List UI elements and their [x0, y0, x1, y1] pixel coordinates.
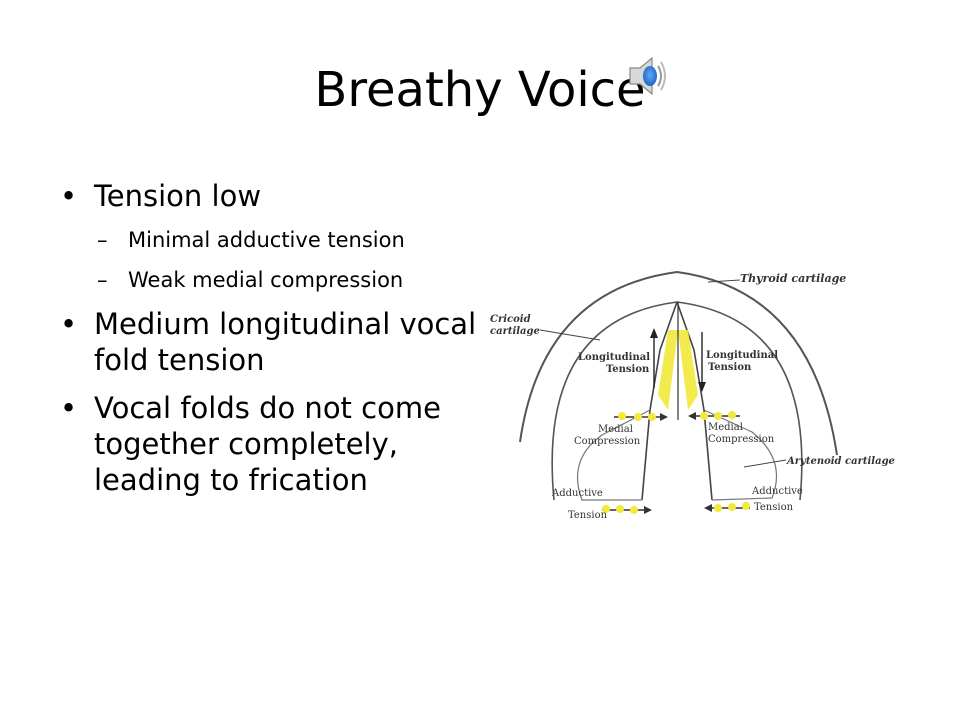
sub-bullet-text: Weak medial compression	[128, 268, 404, 292]
left-vocal-fold	[641, 301, 678, 501]
label-medial-left: Medial	[598, 424, 633, 435]
right-vocal-fold	[676, 301, 713, 501]
label-cricoid: cartilage	[490, 326, 540, 337]
bullet-text: Vocal folds do not come together complet…	[94, 391, 441, 497]
highlight-left	[658, 330, 678, 410]
bullet-item: • Medium longitudinal vocal fold tension	[60, 306, 480, 378]
speaker-icon[interactable]	[624, 54, 668, 98]
label-long-right: Longitudinal	[706, 350, 778, 361]
label-long-left: Tension	[606, 364, 650, 375]
bullet-glyph: •	[60, 307, 78, 341]
slide-title: Breathy Voice	[314, 62, 646, 118]
label-add-right: Adductive	[751, 486, 803, 497]
bullet-text: Medium longitudinal vocal fold tension	[94, 307, 477, 377]
thyroid-leader	[707, 279, 741, 283]
sub-bullet-text: Minimal adductive tension	[128, 228, 405, 252]
cricoid-leader	[539, 329, 601, 341]
sub-bullet-item: – Weak medial compression	[60, 266, 480, 294]
label-cricoid: Cricoid	[490, 314, 531, 325]
label-medial-left: Compression	[574, 436, 641, 447]
label-arytenoid: Arytenoid cartilage	[786, 456, 895, 467]
vocal-fold-diagram: Thyroid cartilage Cricoid cartilage Long…	[490, 270, 895, 521]
label-long-right: Tension	[708, 362, 752, 373]
right-arytenoid	[703, 409, 778, 501]
label-medial-right: Medial	[708, 422, 743, 433]
label-thyroid: Thyroid cartilage	[740, 272, 846, 285]
label-medial-right: Compression	[708, 434, 775, 445]
left-arytenoid	[576, 409, 651, 501]
highlight-right	[678, 330, 698, 410]
bullet-glyph: •	[60, 391, 78, 425]
label-add-left: Tension	[568, 510, 608, 521]
label-add-right: Tension	[754, 502, 794, 513]
bullet-text: Tension low	[94, 179, 262, 213]
dash-glyph: –	[97, 228, 108, 252]
thyroid-cartilage-outline	[519, 270, 838, 456]
arytenoid-leader	[743, 459, 787, 468]
label-add-left: Adductive	[551, 488, 603, 499]
bullet-item: • Vocal folds do not come together compl…	[60, 390, 480, 498]
sub-bullet-item: – Minimal adductive tension	[60, 226, 480, 254]
label-long-left: Longitudinal	[578, 352, 650, 363]
bullet-list: • Tension low – Minimal adductive tensio…	[60, 178, 480, 510]
dash-glyph: –	[97, 268, 108, 292]
bullet-item: • Tension low	[60, 178, 480, 214]
bullet-glyph: •	[60, 179, 78, 213]
